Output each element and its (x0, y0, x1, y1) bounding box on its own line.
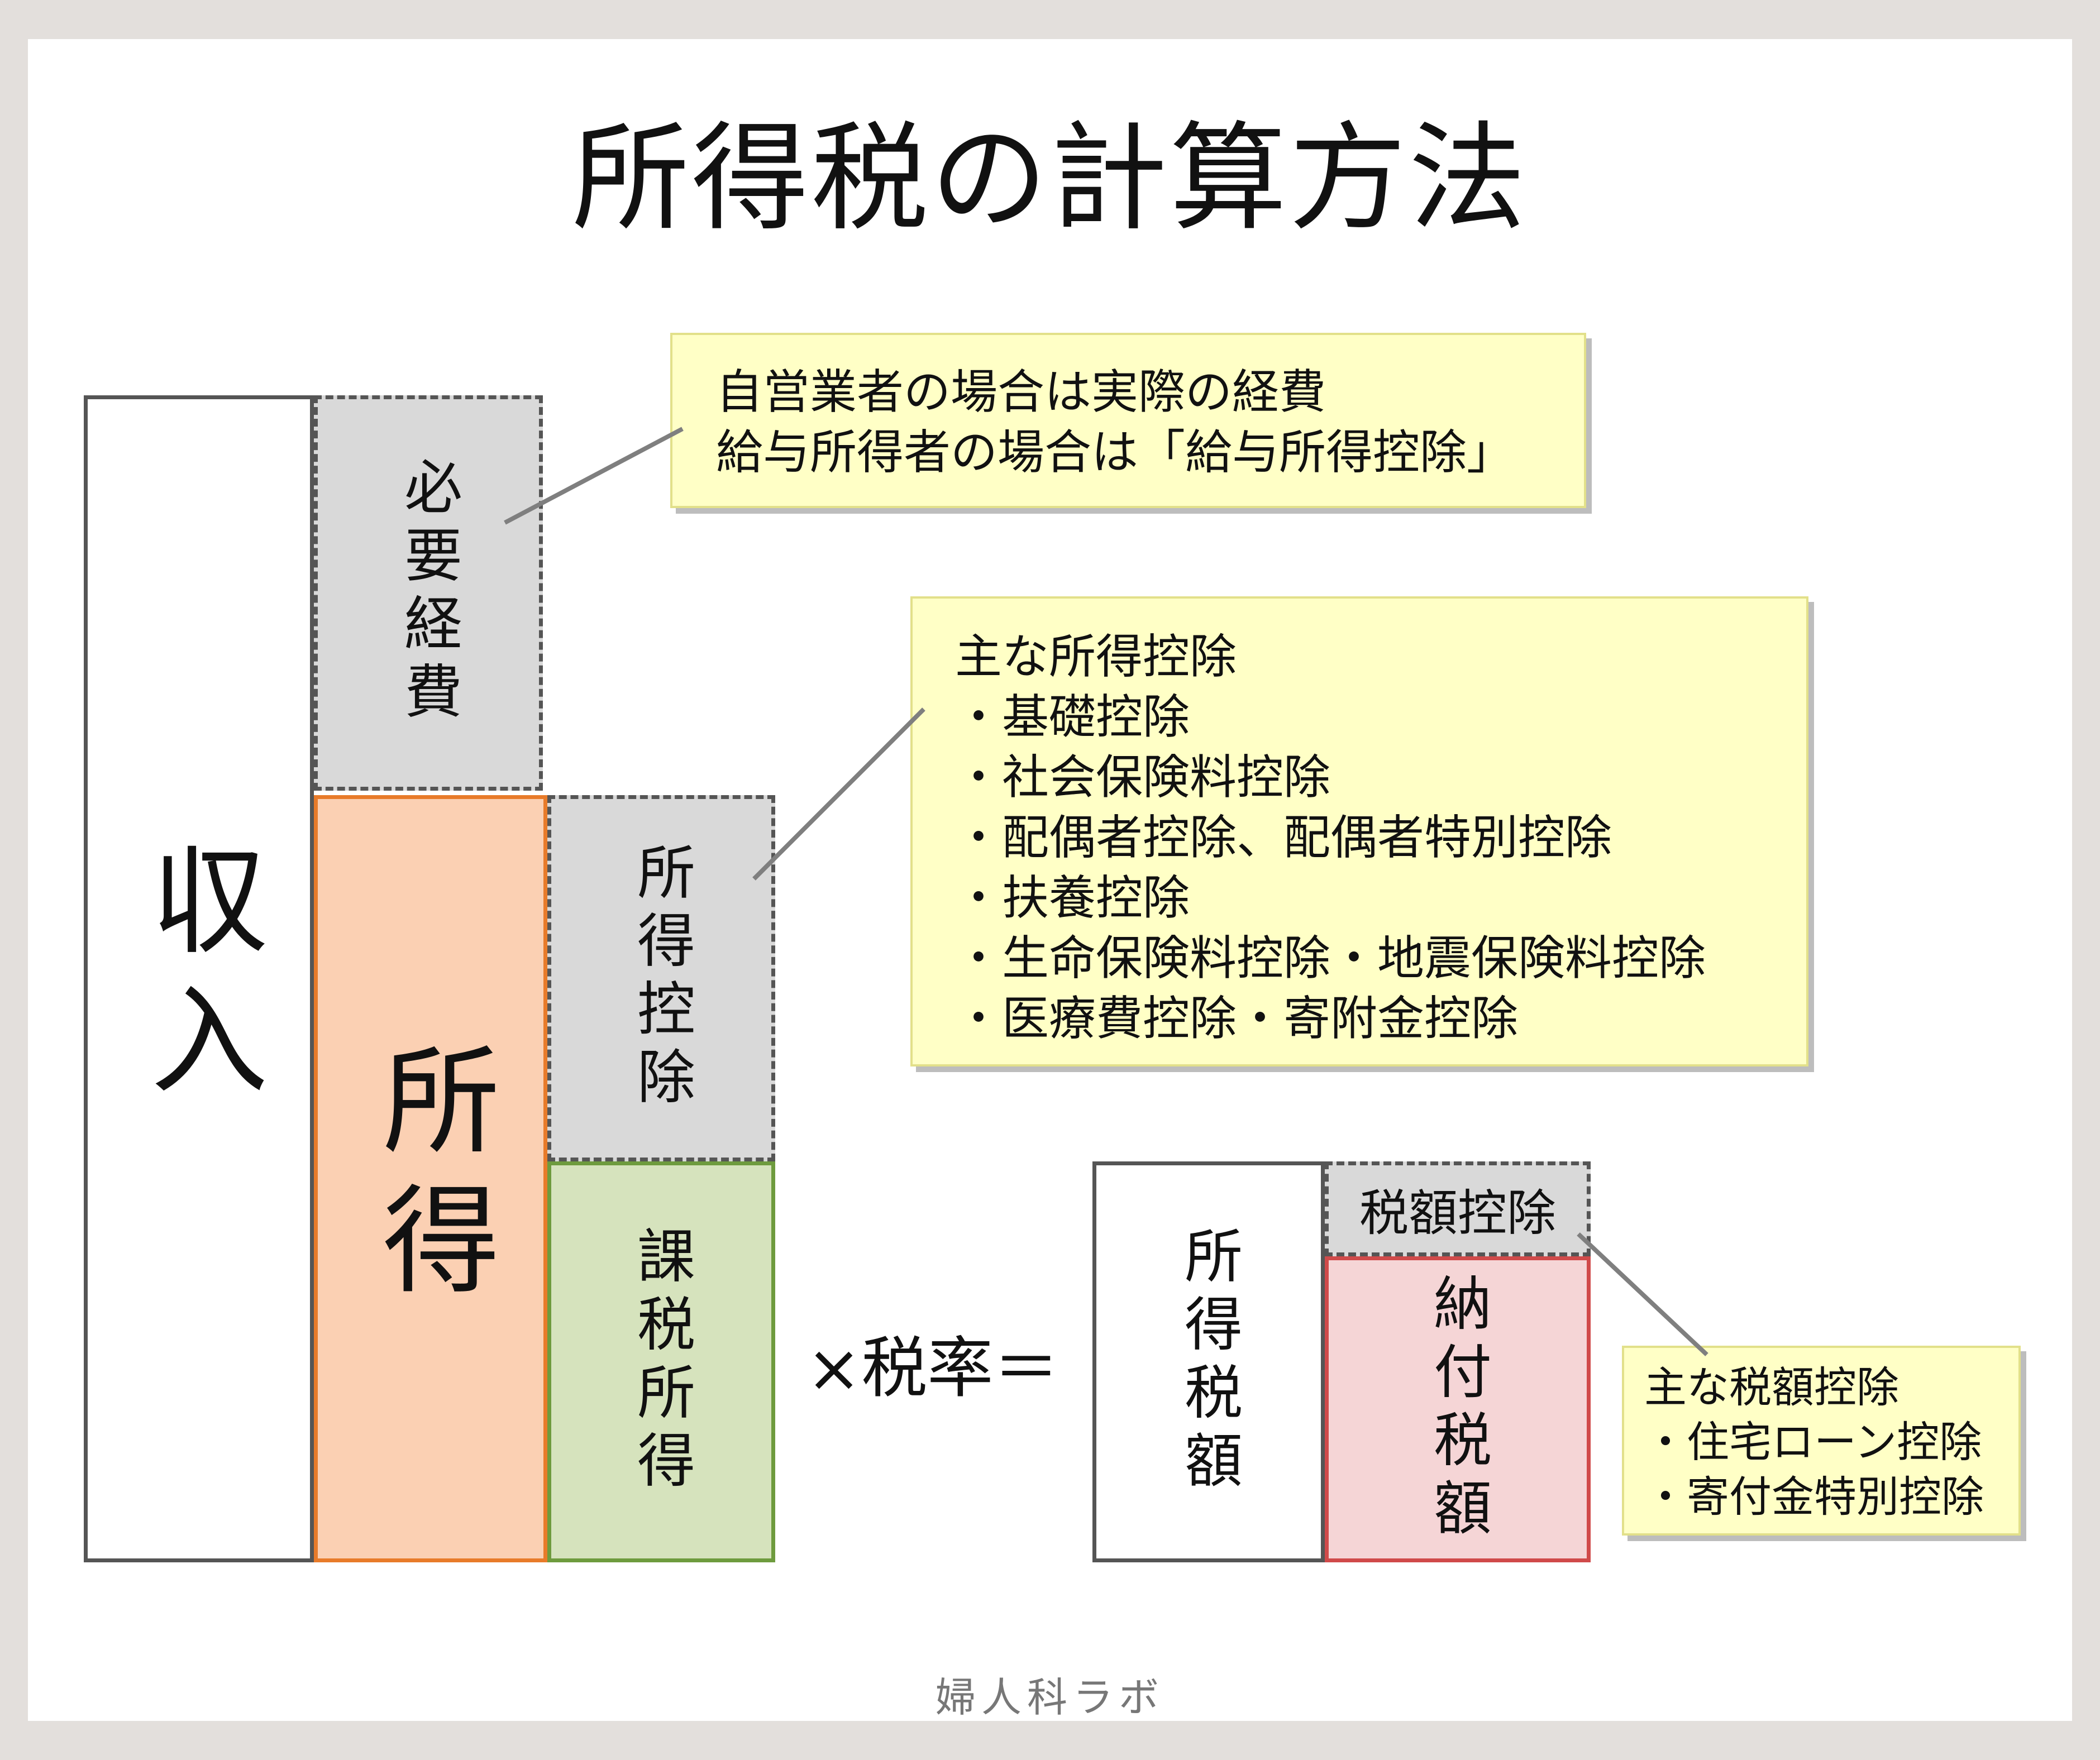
tax-payable-box: 納付税額 (1325, 1256, 1591, 1562)
callout-item: ・寄付金特別控除 (1644, 1472, 1984, 1522)
callout-heading: 主な所得控除 (955, 629, 1237, 684)
tax-credit-box: 税額控除 (1325, 1161, 1591, 1256)
tax-amount-box: 所得税額 (1092, 1161, 1325, 1562)
callout-item: ・住宅ローン控除 (1644, 1417, 1982, 1467)
callout-item: ・基礎控除 (955, 690, 1190, 744)
tax-amount-label: 所得税額 (1174, 1226, 1243, 1498)
callout-item: ・扶養控除 (955, 871, 1190, 925)
callout-item: ・医療費控除・寄附金控除 (955, 991, 1519, 1046)
taxable-income-label: 課税所得 (627, 1226, 695, 1498)
income-deductions-callout: 主な所得控除 ・基礎控除 ・社会保険料控除 ・配偶者控除、配偶者特別控除 ・扶養… (910, 596, 1808, 1066)
callout-item: ・生命保険料控除・地震保険料控除 (955, 931, 1706, 986)
footer-brand: 婦人科ラボ (935, 1674, 1164, 1721)
net-income-label: 所得 (362, 1039, 499, 1318)
page-title: 所得税の計算方法 (571, 110, 1528, 247)
callout-item: ・配偶者控除、配偶者特別控除 (955, 810, 1612, 865)
expenses-box: 必要経費 (314, 395, 543, 791)
income-box: 収入 (84, 395, 314, 1562)
income-deduction-label: 所得控除 (627, 842, 695, 1115)
callout-item: ・社会保険料控除 (955, 750, 1331, 805)
income-label: 収入 (131, 839, 268, 1118)
income-deduction-box: 所得控除 (547, 795, 775, 1161)
callout-line: 自営業者の場合は実際の経費 (716, 365, 1326, 419)
callout-heading: 主な税額控除 (1644, 1362, 1899, 1412)
tax-credits-callout: 主な税額控除 ・住宅ローン控除 ・寄付金特別控除 (1622, 1346, 2021, 1536)
expenses-label: 必要経費 (394, 457, 462, 729)
callout-line: 給与所得者の場合は「給与所得控除」 (716, 425, 1514, 480)
expenses-callout: 自営業者の場合は実際の経費 給与所得者の場合は「給与所得控除」 (670, 333, 1586, 508)
tax-payable-label: 納付税額 (1423, 1273, 1492, 1546)
taxable-income-box: 課税所得 (547, 1161, 775, 1562)
tax-rate-formula: ×税率＝ (806, 1329, 1059, 1407)
tax-credit-label: 税額控除 (1359, 1184, 1556, 1242)
net-income-box: 所得 (314, 795, 547, 1562)
